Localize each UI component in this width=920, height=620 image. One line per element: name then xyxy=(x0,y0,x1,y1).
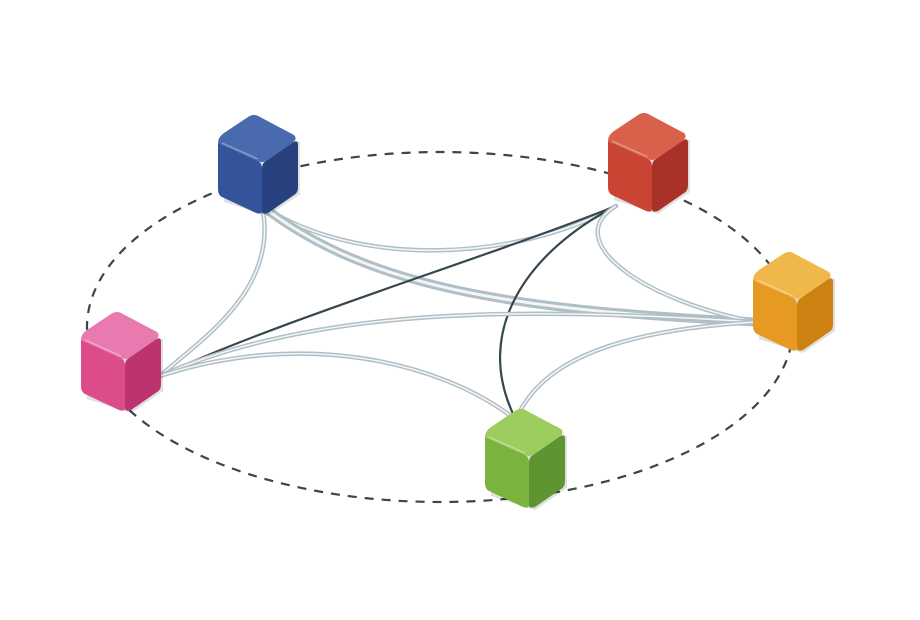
link-red-pink xyxy=(158,204,618,378)
node-blue-top-face xyxy=(218,115,296,162)
node-blue-front-face xyxy=(218,143,262,214)
node-red-top-face xyxy=(608,113,686,160)
node-green-side-face xyxy=(529,435,565,508)
node-pink-front-face xyxy=(81,340,125,411)
node-orange-front-face xyxy=(753,280,797,351)
node-pink-side-face xyxy=(125,338,161,411)
node-green-top-face xyxy=(485,409,563,456)
node-red-front-face xyxy=(608,141,652,212)
link-orange-pink xyxy=(157,311,759,379)
link-red-orange xyxy=(595,203,759,325)
nodes-layer xyxy=(81,113,835,510)
links-layer xyxy=(157,201,761,423)
link-pink-green xyxy=(157,351,519,423)
link-blue-pink xyxy=(157,203,267,379)
node-orange-side-face xyxy=(797,278,833,351)
node-red-side-face xyxy=(652,139,688,212)
node-red[interactable] xyxy=(608,113,690,214)
node-blue[interactable] xyxy=(218,115,300,216)
node-pink[interactable] xyxy=(81,312,163,413)
node-orange-top-face xyxy=(753,252,831,299)
link-orange-green xyxy=(513,319,759,423)
link-red-green xyxy=(499,204,618,422)
link-blue-orange xyxy=(257,201,761,327)
node-blue-side-face xyxy=(262,141,298,214)
link-blue-red xyxy=(259,203,619,253)
node-green-front-face xyxy=(485,437,529,508)
node-green[interactable] xyxy=(485,409,567,510)
node-orange[interactable] xyxy=(753,252,835,353)
node-pink-top-face xyxy=(81,312,159,359)
